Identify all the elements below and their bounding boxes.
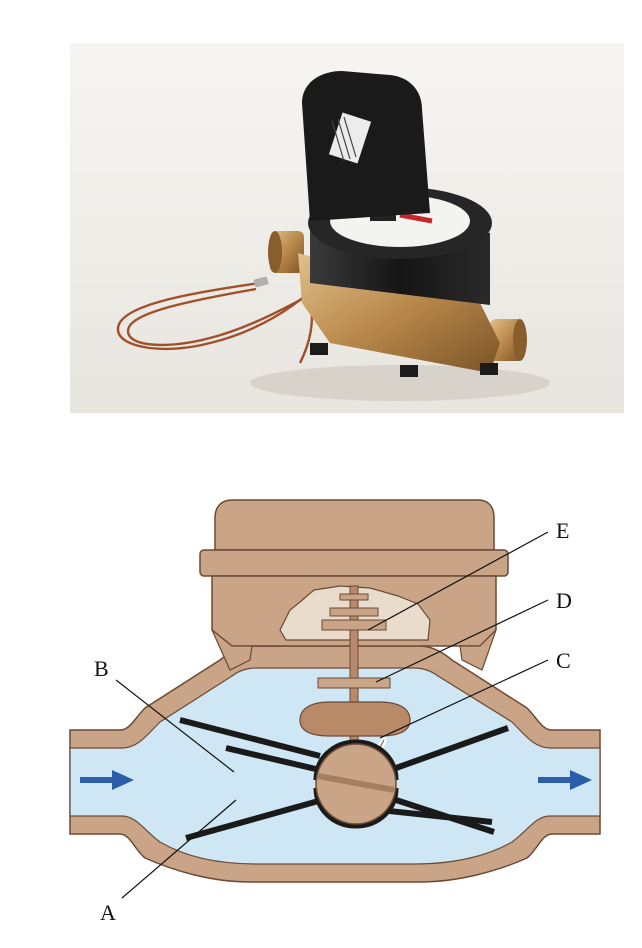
gear-upper — [330, 608, 378, 616]
left-connector-opening — [268, 231, 282, 273]
gear-top-small — [340, 594, 368, 600]
label-b: B — [94, 656, 109, 681]
meter-foot — [400, 365, 418, 377]
register-cap — [215, 500, 494, 550]
label-e: E — [556, 518, 569, 543]
meter-lid — [302, 71, 430, 221]
water-meter-photo — [70, 43, 624, 413]
meter-foot — [480, 363, 498, 375]
label-d: D — [556, 588, 572, 613]
label-c: C — [556, 648, 571, 673]
register-flange — [200, 550, 508, 576]
right-connector-opening — [513, 319, 527, 361]
magnet-coupling — [300, 702, 410, 736]
meter-foot — [310, 343, 328, 355]
meter-cutaway-diagram: A B C D E — [0, 470, 642, 948]
gear-d — [318, 678, 390, 688]
label-a: A — [100, 900, 116, 925]
